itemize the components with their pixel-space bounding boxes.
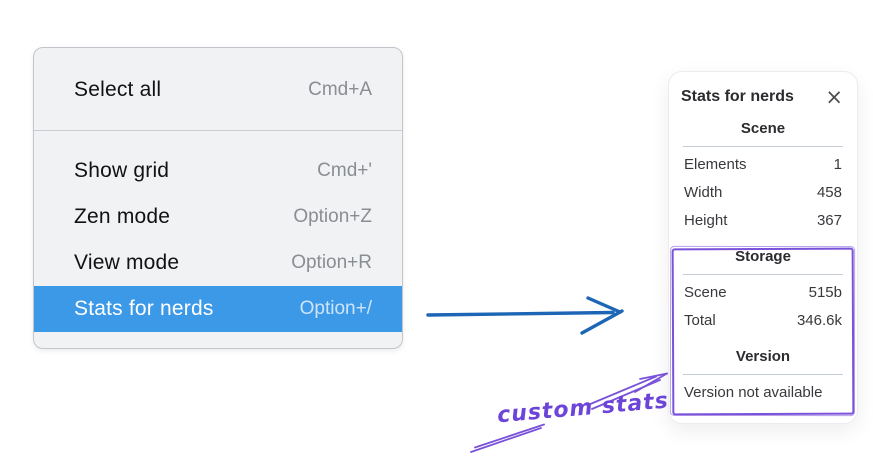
section-rule xyxy=(683,374,843,375)
stat-value: 1 xyxy=(833,155,842,173)
stats-panel-title: Stats for nerds xyxy=(681,88,794,105)
close-button[interactable]: × xyxy=(823,85,845,109)
stat-label: Height xyxy=(684,211,728,229)
menu-item-label: Zen mode xyxy=(74,205,171,228)
menu-item-shortcut: Option+R xyxy=(291,252,372,273)
section-rule xyxy=(683,146,843,147)
stat-row-height: Height 367 xyxy=(681,206,845,234)
blue-arrow xyxy=(426,296,624,335)
stat-row-elements: Elements 1 xyxy=(681,150,845,178)
menu-item-shortcut: Cmd+A xyxy=(308,79,372,100)
menu-item-stats-for-nerds[interactable]: Stats for nerds Option+/ xyxy=(34,286,402,332)
stat-row-scene-size: Scene 515b xyxy=(681,278,845,306)
version-note: Version not available xyxy=(684,383,823,401)
menu-item-select-all[interactable]: Select all Cmd+A xyxy=(34,67,402,113)
stats-panel-header: Stats for nerds × xyxy=(681,85,845,109)
stats-section-scene: Scene Elements 1 Width 458 Height 367 xyxy=(681,120,845,234)
section-heading: Scene xyxy=(740,120,786,137)
menu-item-label: View mode xyxy=(74,251,180,274)
section-heading: Version xyxy=(735,348,791,365)
annotation-label: custom stats xyxy=(496,388,670,429)
menu-item-shortcut: Option+Z xyxy=(293,206,372,227)
stat-label: Elements xyxy=(684,155,747,173)
stat-value: 515b xyxy=(808,283,842,301)
stat-label: Total xyxy=(684,311,716,329)
stat-row-total-size: Total 346.6k xyxy=(681,306,845,334)
menu-item-label: Stats for nerds xyxy=(74,297,214,320)
menu-divider xyxy=(34,130,402,131)
menu-item-view-mode[interactable]: View mode Option+R xyxy=(34,240,402,286)
stats-panel: Stats for nerds × Scene Elements 1 Width… xyxy=(668,71,858,424)
stats-section-storage: Storage Scene 515b Total 346.6k xyxy=(681,248,845,334)
stat-value: 458 xyxy=(816,183,842,201)
menu-item-shortcut: Cmd+' xyxy=(317,160,372,181)
menu-item-label: Show grid xyxy=(74,159,170,182)
menu-item-show-grid[interactable]: Show grid Cmd+' xyxy=(34,148,402,194)
close-icon: × xyxy=(825,85,843,109)
section-heading: Storage xyxy=(735,248,791,265)
menu-item-label: Select all xyxy=(74,78,162,101)
stat-value: 367 xyxy=(816,211,842,229)
stat-label: Width xyxy=(684,183,723,201)
stat-label: Scene xyxy=(684,283,727,301)
section-rule xyxy=(683,274,843,275)
stat-row-width: Width 458 xyxy=(681,178,845,206)
stat-value: 346.6k xyxy=(796,311,842,329)
context-menu: Select all Cmd+A Show grid Cmd+' Zen mod… xyxy=(33,47,403,349)
menu-item-zen-mode[interactable]: Zen mode Option+Z xyxy=(34,194,402,240)
menu-item-shortcut: Option+/ xyxy=(299,298,372,319)
stats-section-version: Version Version not available xyxy=(681,348,845,406)
